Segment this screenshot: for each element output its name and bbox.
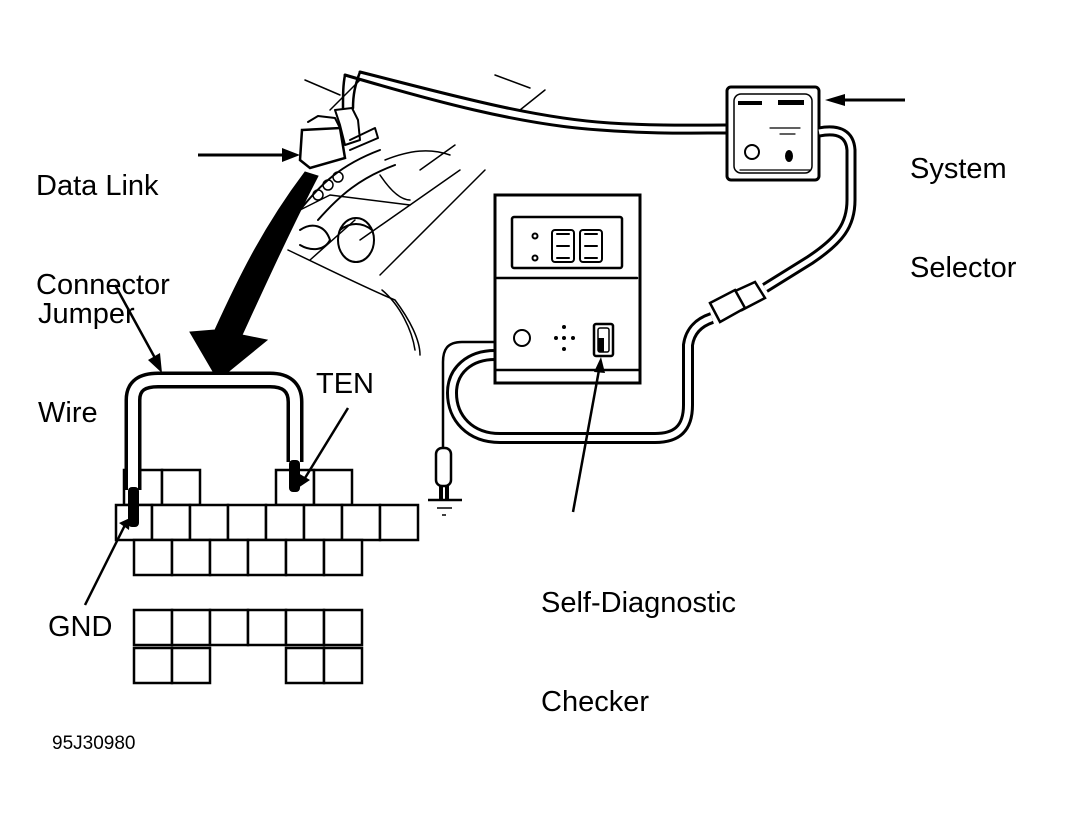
terminal-cell [378,503,420,542]
label-system-line1: System [910,153,1007,185]
lower-block-cell [208,608,250,647]
terminal-cell [302,503,344,542]
lower-block-cell [284,608,326,647]
terminal-cell [188,503,230,542]
self-diagnostic-checker-unit [493,193,642,385]
label-system-selector: System Selector [910,87,1016,318]
terminal-cell [246,538,288,577]
system-selector-leader-arrow [825,94,905,106]
figure-id-code: 95J30980 [52,733,136,754]
ten-leader-arrow [298,407,350,488]
gnd-leader-arrow [83,518,130,606]
checker-power-switch [592,322,615,358]
display-led-bottom [531,254,539,262]
cable-coupler [708,280,767,324]
terminal-cell [150,503,192,542]
terminal-cell [208,538,250,577]
lower-block-cell [132,608,174,647]
label-system-line2: Selector [910,252,1017,284]
terminal-cell-top [312,468,354,507]
label-ten-terminal: TEN [316,368,374,400]
selector-knob [744,144,760,160]
terminal-cell-top [160,468,202,507]
data-link-connector-drawing [298,70,379,170]
terminal-cell [340,503,382,542]
system-selector-box [725,85,821,182]
selector-header-marks [738,100,804,105]
label-data-link-line2: Connector [36,269,170,301]
display-led-top [531,232,539,240]
terminal-cell [132,538,174,577]
jumper-wire [124,371,304,527]
label-checker-line2: Checker [541,686,649,718]
selector-switch [785,150,793,162]
lower-block-cell [170,608,212,647]
dlc-leader-arrow [198,148,300,162]
lower-block-cell [132,646,174,685]
terminal-cell [322,538,364,577]
label-data-link-connector: Data Link Connector [36,104,170,335]
label-jumper-line2: Wire [38,397,98,429]
lower-block-cell [322,646,364,685]
label-jumper-wire: Jumper Wire [38,232,135,463]
checker-speaker-dots [554,325,575,351]
engine-bay-sketch [287,70,729,356]
selector-cable [762,125,857,293]
terminal-cell [284,538,326,577]
seven-segment-digit-1 [551,229,575,263]
label-checker-line1: Self-Diagnostic [541,587,737,619]
jumper-wire-leader-arrow [113,284,162,373]
lower-block-cell [170,646,212,685]
label-self-diagnostic-checker: Self-Diagnostic Checker [541,521,736,752]
lower-block-cell [322,608,364,647]
lower-block-cell [246,608,288,647]
label-jumper-line1: Jumper [38,298,135,330]
ground-lead [428,340,497,516]
terminal-cell [170,538,212,577]
checker-round-button [513,329,531,347]
connector-terminal-grid [114,468,420,685]
checker-leader-arrow [571,357,605,513]
zoom-arrow [189,171,319,381]
terminal-cell-ten [264,503,306,542]
seven-segment-digit-2 [579,229,603,263]
terminal-cell [226,503,268,542]
lower-block-cell [284,646,326,685]
label-data-link-line1: Data Link [36,170,159,202]
checker-cable [445,312,715,444]
label-gnd-terminal: GND [48,611,113,643]
